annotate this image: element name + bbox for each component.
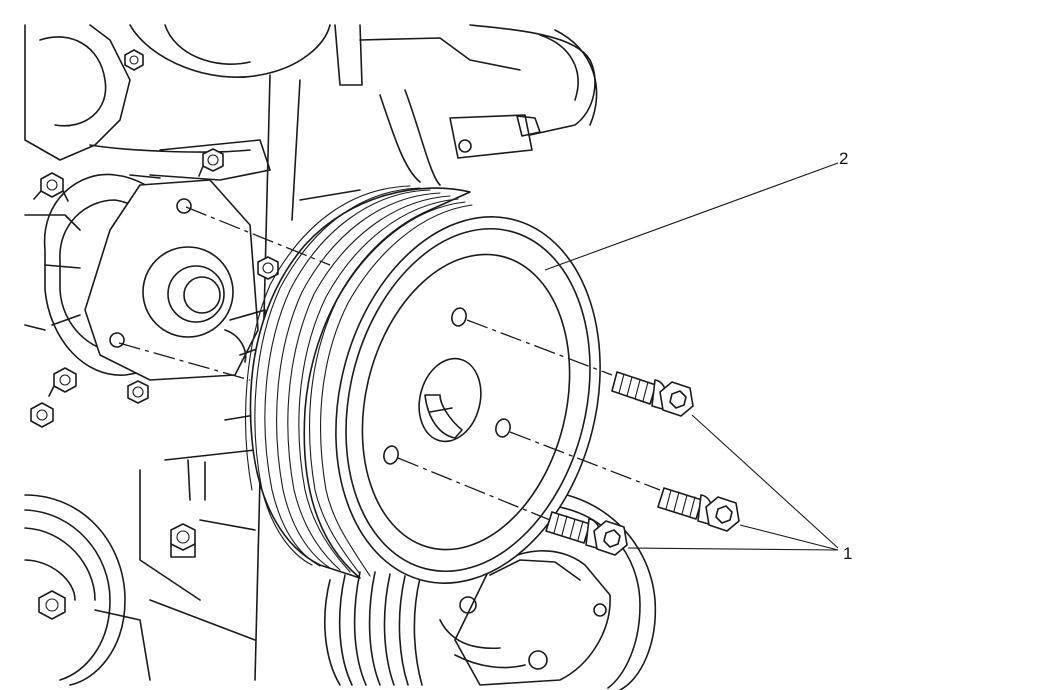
- engine-bolts: [30, 49, 279, 620]
- callout-label-bolts: 1: [843, 544, 853, 563]
- water-pump: [43, 173, 269, 381]
- crankshaft-pulley-lower: [324, 489, 657, 690]
- bolt-upper: [611, 371, 694, 417]
- bolts: [545, 371, 740, 556]
- bolt-middle: [657, 487, 740, 532]
- callout-label-pulley: 2: [839, 149, 849, 168]
- pulley: [245, 185, 601, 584]
- alignment-lines: [118, 206, 661, 521]
- leader-line-1a: [691, 414, 839, 549]
- idler-pulley-lower-left: [24, 494, 151, 686]
- leader-line-2: [544, 162, 839, 271]
- leader-line-1c: [627, 547, 839, 551]
- leader-lines: [544, 162, 839, 551]
- bolt-lower: [545, 511, 628, 556]
- leader-line-1b: [739, 524, 839, 551]
